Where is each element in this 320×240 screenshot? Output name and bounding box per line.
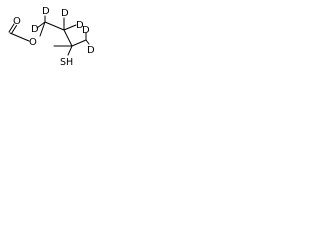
deuterium-label-5: D [82,25,90,36]
cd-d-bond-right [85,39,90,45]
deuterium-label-2: D [31,24,39,35]
quat-sh-bond [67,45,73,56]
deuterium-label-3: D [61,8,69,19]
bond-lines [8,15,90,56]
atom-labels: O O D D D D D D SH [13,6,95,68]
ch2-d-bond-left [36,21,46,29]
carbonyl-double-bond-b [11,25,17,34]
ester-oxygen-label: O [29,37,37,48]
quat-cd-bond [71,39,87,47]
ch2-ch2-bond [44,21,65,31]
ester-ch2-bond [39,21,46,37]
carbonyl-oxygen-label: O [13,16,21,27]
carbonyl-double-bond-a [8,23,15,33]
thiol-label: SH [60,57,73,68]
ch2b-d-bond-right [63,24,77,31]
formyl-ester-bond [9,32,30,42]
deuterium-label-1: D [42,6,50,17]
deuterium-label-6: D [87,45,95,56]
ch2-quat-bond [63,29,73,47]
molecule-structure: O O D D D D D D SH [8,6,95,68]
deuterium-label-4: D [76,20,84,31]
